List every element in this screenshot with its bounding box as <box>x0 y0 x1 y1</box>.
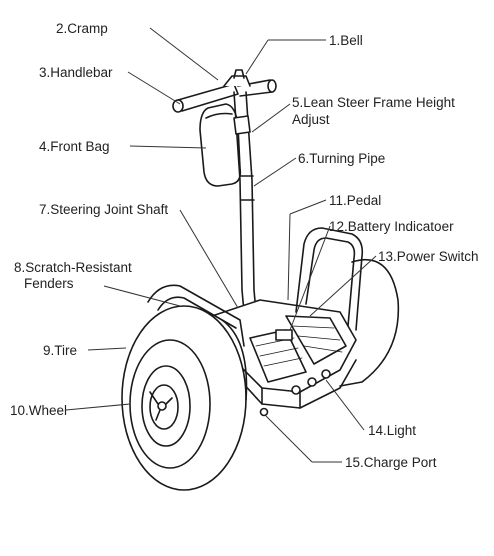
label-wheel: 10.Wheel <box>10 403 67 418</box>
label-cramp: 2.Cramp <box>56 21 108 36</box>
leader-battery <box>289 225 331 331</box>
leader-turning-pipe <box>253 157 297 187</box>
label-bell: 1.Bell <box>329 33 363 48</box>
label-handlebar: 3.Handlebar <box>39 65 113 80</box>
leader-wheel <box>65 403 131 411</box>
right-wheel-drawing <box>339 258 400 387</box>
right-fender-drawing <box>295 227 364 331</box>
steering-column-drawing <box>233 91 257 313</box>
leader-fenders <box>103 285 181 307</box>
part-labels: 2.Cramp 1.Bell 3.Handlebar 5.Lean Steer … <box>10 21 479 470</box>
label-battery: 12.Battery Indicatoer <box>329 219 454 234</box>
left-tire-drawing <box>121 305 248 491</box>
label-charge-port: 15.Charge Port <box>345 455 437 470</box>
leader-front-bag <box>129 145 207 149</box>
leader-light <box>325 379 365 431</box>
label-light: 14.Light <box>368 423 416 438</box>
segway-illustration <box>121 69 400 491</box>
base-drawing <box>211 299 357 417</box>
leader-lean-steer <box>251 103 291 133</box>
leader-charge-port-b <box>265 415 313 463</box>
leader-bell-b <box>245 39 269 75</box>
label-pedal: 11.Pedal <box>329 193 381 208</box>
front-bag-drawing <box>199 103 242 187</box>
label-steering-joint: 7.Steering Joint Shaft <box>39 202 168 217</box>
leader-lines <box>65 27 377 463</box>
leader-tire <box>87 347 127 351</box>
label-lean-steer-2: Adjust <box>292 112 330 127</box>
label-fenders-2: Fenders <box>24 276 74 291</box>
label-power-switch: 13.Power Switch <box>378 249 479 264</box>
leader-handlebar <box>127 71 181 105</box>
label-tire: 9.Tire <box>43 343 77 358</box>
left-fender-drawing <box>147 284 245 347</box>
leader-power-switch <box>309 255 377 317</box>
leader-pedal <box>289 199 327 215</box>
label-lean-steer-1: 5.Lean Steer Frame Height <box>292 95 455 110</box>
label-turning-pipe: 6.Turning Pipe <box>298 151 385 166</box>
leader-pedal-b <box>287 213 291 301</box>
leader-cramp <box>149 27 219 81</box>
leader-steering-joint <box>179 209 239 309</box>
handlebar-drawing <box>172 69 277 113</box>
label-front-bag: 4.Front Bag <box>39 139 110 154</box>
label-fenders-1: 8.Scratch-Resistant <box>14 260 132 275</box>
